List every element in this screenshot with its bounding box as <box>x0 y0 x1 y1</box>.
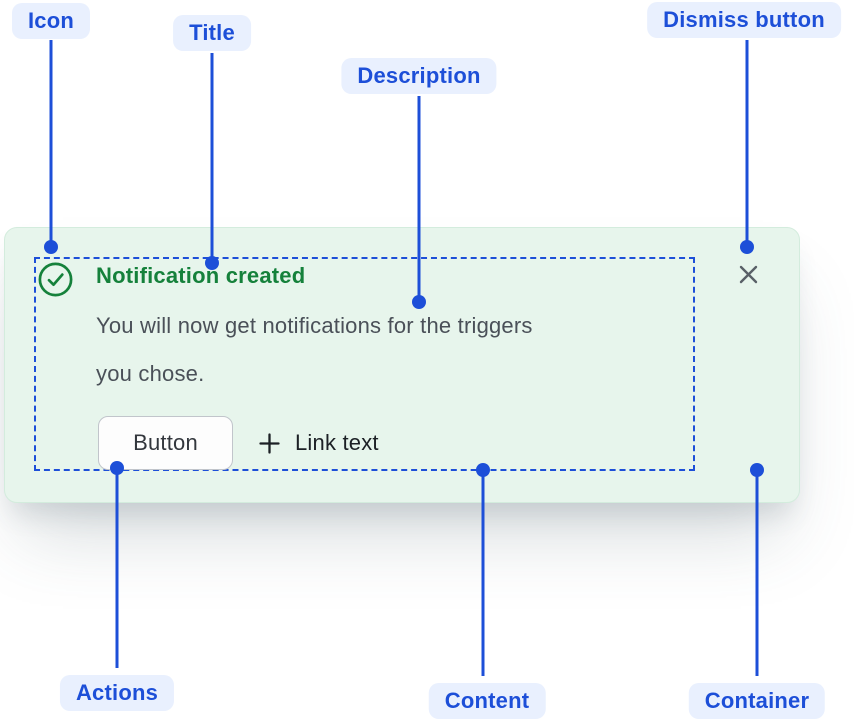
close-icon <box>737 263 760 286</box>
success-check-icon <box>38 262 73 297</box>
callout-description-label: Description <box>341 58 497 94</box>
callout-content-label: Content <box>428 683 546 719</box>
callout-dot <box>44 240 58 254</box>
callout-line <box>745 40 749 241</box>
callout-line <box>755 476 759 676</box>
callout-dot <box>476 463 490 477</box>
description-line: you chose. <box>96 361 205 386</box>
notification-title: Notification created <box>96 263 306 288</box>
callout-dot <box>205 256 219 270</box>
link-action[interactable]: Link text <box>257 430 379 456</box>
callout-dot <box>740 240 754 254</box>
callout-line <box>115 474 119 668</box>
callout-line <box>49 40 53 241</box>
callout-dot <box>110 461 124 475</box>
callout-title-label: Title <box>173 15 251 51</box>
callout-dot <box>412 295 426 309</box>
callout-dot <box>750 463 764 477</box>
description-line: You will now get notifications for the t… <box>96 313 533 338</box>
notification-actions: Button Link text <box>98 416 379 470</box>
callout-container-label: Container <box>688 683 826 719</box>
notification-container: Notification created You will now get no… <box>4 227 800 503</box>
callout-dismiss-label: Dismiss button <box>647 2 841 38</box>
plus-icon <box>257 431 282 456</box>
dismiss-button[interactable] <box>730 256 766 292</box>
callout-line <box>210 53 214 257</box>
notification-description: You will now get notifications for the t… <box>96 302 533 398</box>
link-action-label: Link text <box>295 430 379 455</box>
callout-actions-label: Actions <box>59 675 175 711</box>
callout-line <box>417 96 421 296</box>
content-region-outline <box>34 257 695 471</box>
callout-line <box>481 476 485 676</box>
callout-icon-label: Icon <box>11 3 91 39</box>
